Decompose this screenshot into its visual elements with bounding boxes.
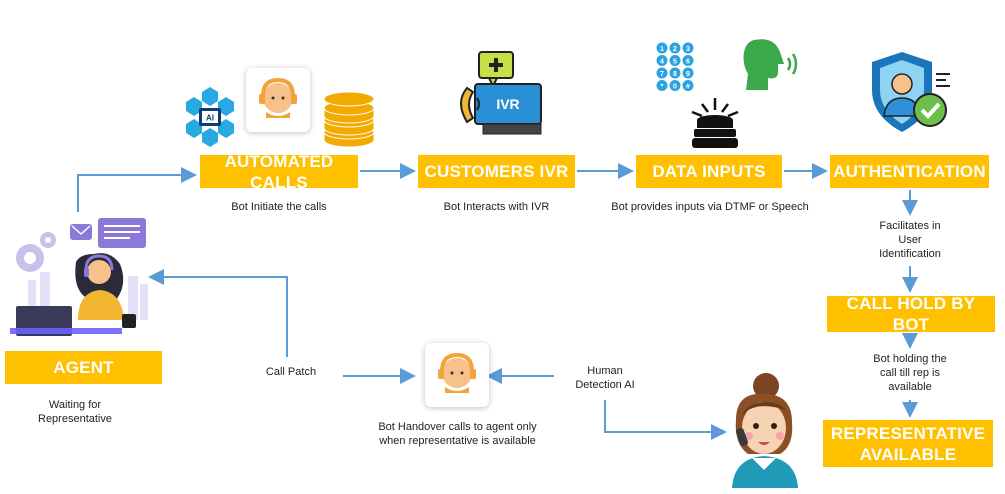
keypad-key-label: # xyxy=(686,83,690,90)
handover-caption-line1: Bot Handover calls to agent only xyxy=(378,421,537,433)
bot-avatar-card-top xyxy=(246,68,310,132)
keypad-key-label: 0 xyxy=(673,83,677,90)
mail-icon xyxy=(70,224,92,240)
keypad-key xyxy=(656,80,668,91)
keypad-key-label: 4 xyxy=(660,58,664,65)
keypad-key xyxy=(682,67,694,79)
auth-caption-line2: User xyxy=(898,234,922,246)
keypad-key xyxy=(682,55,694,66)
authentication-shield-icon xyxy=(872,52,950,132)
step-representative-available: REPRESENTATIVE AVAILABLE xyxy=(823,420,993,467)
arrow-agent-to-automated xyxy=(77,167,197,212)
handover-caption-line2: when representative is available xyxy=(379,435,536,447)
svg-text:IVR: IVR xyxy=(496,96,519,112)
step-call-hold-by-bot: CALL HOLD BY BOT xyxy=(827,294,995,334)
rep-label-line2: AVAILABLE xyxy=(859,444,957,464)
agent-caption-line2: Representative xyxy=(38,413,112,425)
keypad-key-label: 8 xyxy=(673,71,677,78)
svg-text:AI: AI xyxy=(206,114,214,123)
keypad-key-label: 9 xyxy=(686,71,690,78)
keypad-key-label: 3 xyxy=(686,46,690,53)
auth-caption-line1: Facilitates in xyxy=(879,220,941,232)
hold-caption-line1: Bot holding the xyxy=(873,353,947,365)
speaking-head-icon xyxy=(743,39,798,90)
database-icon xyxy=(323,91,375,148)
keypad-key xyxy=(682,42,694,54)
caption-call-hold: Bot holding the call till rep is availab… xyxy=(860,352,960,394)
representative-avatar-icon xyxy=(732,373,798,488)
keypad-key xyxy=(682,80,694,91)
caption-handover: Bot Handover calls to agent only when re… xyxy=(350,420,565,448)
agent-illustration xyxy=(10,218,148,336)
ivr-terminal-icon: IVR xyxy=(460,51,542,135)
keypad-key-label: 7 xyxy=(660,71,664,78)
bot-headset-icon xyxy=(259,77,297,118)
caption-data-inputs: Bot provides inputs via DTMF or Speech xyxy=(611,201,809,213)
keypad-key xyxy=(669,67,681,79)
bot-avatar-card-bottom xyxy=(425,343,489,407)
keypad-key-label: 6 xyxy=(686,58,690,65)
keypad-key xyxy=(669,80,681,91)
keypad-key xyxy=(656,67,668,79)
hold-caption-line3: available xyxy=(888,381,932,393)
caption-agent: Waiting for Representative xyxy=(20,398,130,426)
step-agent: AGENT xyxy=(5,351,162,384)
keypad-key xyxy=(656,42,668,54)
step-data-inputs: DATA INPUTS xyxy=(636,155,782,188)
keypad-key xyxy=(656,55,668,66)
caption-authentication: Facilitates in User Identification xyxy=(860,219,960,261)
keypad-key-label: 5 xyxy=(673,58,677,65)
agent-caption-line1: Waiting for xyxy=(48,399,102,411)
auth-caption-line3: Identification xyxy=(879,248,941,260)
caption-customers-ivr: Bot Interacts with IVR xyxy=(443,201,550,213)
caption-call-patch: Call Patch xyxy=(265,366,317,378)
step-customers-ivr: CUSTOMERS IVR xyxy=(418,155,575,188)
gear-icon xyxy=(16,232,56,272)
arrow-patch-to-agent xyxy=(148,269,288,357)
step-authentication: AUTHENTICATION xyxy=(830,155,989,188)
data-stack-icon xyxy=(691,98,739,148)
ai-chip-icon: AI xyxy=(186,87,234,147)
keypad-key-label: 2 xyxy=(673,46,677,53)
step-automated-calls: AUTOMATED CALLS xyxy=(200,152,358,192)
keypad-key-label: 1 xyxy=(660,46,664,53)
keypad-key-label: * xyxy=(661,83,664,90)
arrow-human-to-representative xyxy=(604,400,727,440)
keypad-icon: 1 2 3 4 5 6 7 8 9 * 0 # xyxy=(656,42,694,91)
hold-caption-line2: call till rep is xyxy=(880,367,940,379)
caption-human-detection: Human Detection AI xyxy=(560,364,650,392)
caption-automated-calls: Bot Initiate the calls xyxy=(231,201,327,213)
human-caption-line2: Detection AI xyxy=(575,379,635,391)
human-caption-line1: Human xyxy=(587,365,623,377)
bot-headset-icon-bottom xyxy=(438,352,476,393)
rep-label-line1: REPRESENTATIVE xyxy=(830,423,986,443)
keypad-key xyxy=(669,42,681,54)
keypad-key xyxy=(669,55,681,66)
